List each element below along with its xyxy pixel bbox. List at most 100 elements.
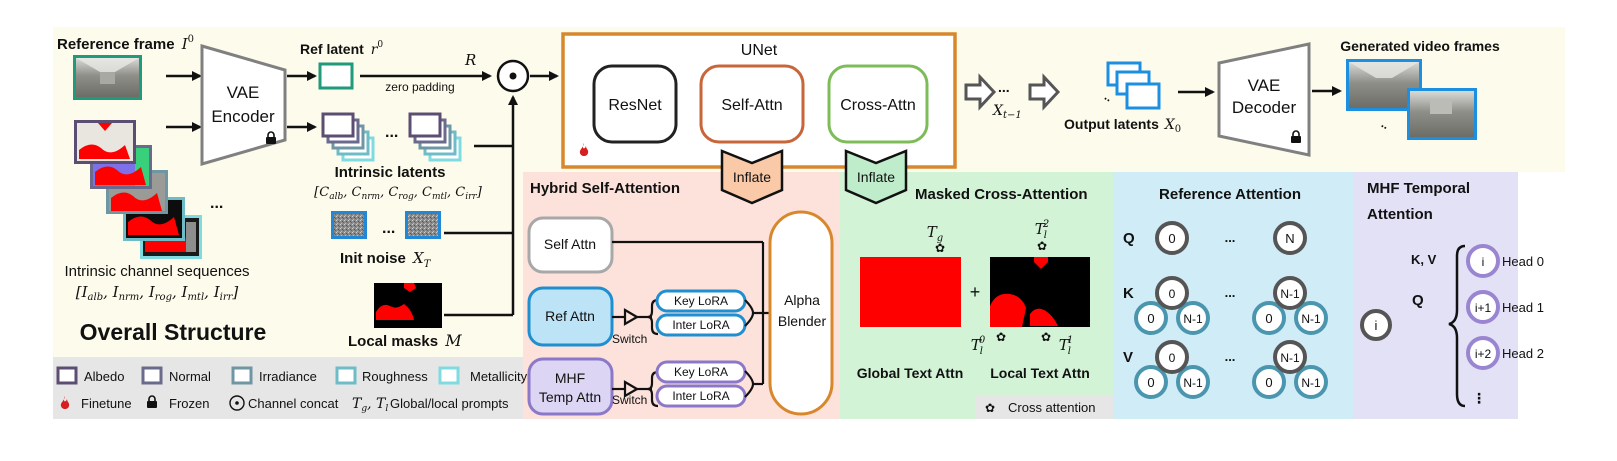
svg-text:Inter LoRA: Inter LoRA xyxy=(672,389,729,403)
intrinsic-sequences-label: Intrinsic channel sequences xyxy=(64,263,249,280)
overall-structure-title: Overall Structure xyxy=(80,319,267,345)
hybrid-ref-attn-box: Ref Attn xyxy=(527,286,614,347)
svg-text:i: i xyxy=(1375,318,1378,333)
reference-frame-label: Reference frame I0 xyxy=(57,34,194,53)
alpha-blender: Alpha Blender xyxy=(768,210,834,416)
svg-text:0: 0 xyxy=(1147,375,1154,390)
intrinsic-latents-ellipsis: ... xyxy=(385,124,398,141)
svg-text:0: 0 xyxy=(1265,375,1272,390)
svg-text:Frozen: Frozen xyxy=(169,396,209,411)
unet-cross-attn-block: Cross-Attn xyxy=(827,64,929,144)
svg-text:Cross-Attn: Cross-Attn xyxy=(840,97,916,114)
init-noise-first xyxy=(331,211,367,239)
legend-item-irradiance: Irradiance xyxy=(231,366,317,385)
ref-latent-box xyxy=(318,62,354,90)
ref-v-ellipsis: ... xyxy=(1225,349,1236,364)
plus-sign: + xyxy=(970,282,981,302)
svg-text:Self Attn: Self Attn xyxy=(544,236,596,252)
svg-text:0: 0 xyxy=(1265,311,1272,326)
svg-text:Channel concat: Channel concat xyxy=(248,396,339,411)
ref-v-last-sub-node-0: 0 xyxy=(1252,365,1286,399)
mhf-q-label: Q xyxy=(1412,292,1424,309)
svg-text:N-1: N-1 xyxy=(1183,376,1203,390)
hybrid-mhf-attn-box: MHF Temp Attn xyxy=(527,357,614,416)
cross-attention-marker-global: ✿ xyxy=(935,241,945,255)
svg-text:0: 0 xyxy=(1147,311,1154,326)
flame-icon xyxy=(60,396,70,409)
ref-v-last-node: N-1 xyxy=(1273,340,1307,374)
unet-self-attn-block: Self-Attn xyxy=(699,64,805,144)
zero-padding-label: zero padding xyxy=(385,80,454,94)
svg-text:VAE: VAE xyxy=(1248,76,1281,95)
init-noise-last xyxy=(405,211,441,239)
generated-frame-2 xyxy=(1407,88,1477,140)
ref-row-q: Q xyxy=(1123,230,1135,247)
local-text-attn-label: Local Text Attn xyxy=(990,365,1090,381)
intrinsic-sequences-math: [Ialb, Inrm, Irog, Imtl, Iirr] xyxy=(76,283,239,303)
svg-text:Key LoRA: Key LoRA xyxy=(674,294,728,308)
svg-text:Inflate: Inflate xyxy=(857,169,895,185)
mhf-head-node-1: i+1 xyxy=(1466,290,1500,324)
ref-q-node-last: N xyxy=(1273,221,1307,255)
tg-symbol: Tg xyxy=(927,223,943,244)
ref-k-last-sub-node-0: 0 xyxy=(1252,301,1286,335)
intrinsic-latents-stack-last xyxy=(408,112,462,162)
intrinsic-latents-stack-first xyxy=(321,112,375,162)
ref-k-last-node: N-1 xyxy=(1273,276,1307,310)
ref-k-last-sub-node-n-1: N-1 xyxy=(1294,301,1328,335)
svg-text:Temp Attn: Temp Attn xyxy=(539,389,601,405)
svg-text:0: 0 xyxy=(1169,351,1176,365)
local-mask-image xyxy=(374,283,442,328)
lock-icon xyxy=(147,395,157,408)
svg-text:ResNet: ResNet xyxy=(608,97,662,114)
ref-k-first-node: 0 xyxy=(1155,276,1189,310)
init-noise-ellipsis: ... xyxy=(382,220,395,237)
mhf-key-lora: Key LoRA xyxy=(655,360,747,384)
mhf-head-node-2: i+2 xyxy=(1466,336,1500,370)
intrinsic-latents-label: Intrinsic latents xyxy=(335,164,446,181)
ref-v-last-sub-node-n-1: N-1 xyxy=(1294,365,1328,399)
unet-resnet-block: ResNet xyxy=(592,64,678,144)
tl0-symbol: Tl0 xyxy=(971,335,986,357)
svg-text:Albedo: Albedo xyxy=(84,369,124,384)
switch-mhf-label: Switch xyxy=(612,393,647,407)
ref-k-ellipsis: ... xyxy=(1225,285,1236,300)
svg-text:N-1: N-1 xyxy=(1280,287,1300,301)
svg-text:Irradiance: Irradiance xyxy=(259,369,317,384)
svg-text:Global/local prompts: Global/local prompts xyxy=(390,396,509,411)
svg-text:✿: ✿ xyxy=(935,241,945,255)
channel-concat-node xyxy=(496,59,530,93)
svg-text:0: 0 xyxy=(1169,287,1176,301)
svg-text:Inter LoRA: Inter LoRA xyxy=(672,318,729,332)
legend: Albedo Normal Irradiance Roughness Metal… xyxy=(56,366,528,414)
mhf-head-node-0: i xyxy=(1466,244,1500,278)
switch-ref xyxy=(612,298,659,336)
inflate-self-attn: Inflate xyxy=(720,149,784,205)
generated-frames-label: Generated video frames xyxy=(1340,38,1500,54)
intrinsic-latents-math: [Calb, Cnrm, Crog, Cmtl, Cirr] xyxy=(314,185,483,202)
svg-text:Decoder: Decoder xyxy=(1232,98,1297,117)
inflate-cross-attn: Inflate xyxy=(844,149,908,205)
mhf-title-line2: Attention xyxy=(1367,206,1433,223)
r-symbol: R xyxy=(464,51,476,69)
reference-frame-image xyxy=(73,55,142,100)
ref-row-v: V xyxy=(1123,349,1133,366)
flame-icon xyxy=(579,143,589,156)
ref-v-first-sub-node-n-1: N-1 xyxy=(1176,365,1210,399)
mhf-q-node: i xyxy=(1360,309,1392,341)
svg-text:N-1: N-1 xyxy=(1301,376,1321,390)
svg-text:...: ... xyxy=(210,195,223,212)
hybrid-merge-lines xyxy=(612,240,770,398)
switch-mhf xyxy=(612,370,659,408)
svg-text:Inflate: Inflate xyxy=(733,169,771,185)
cross-attention-icon: ✿ xyxy=(985,401,995,415)
legend-item-metallicity: Metallicity xyxy=(438,366,528,385)
svg-text:0: 0 xyxy=(1168,231,1175,246)
ref-row-k: K xyxy=(1123,285,1134,302)
cross-attention-legend: ✿ Cross attention xyxy=(975,396,1113,419)
output-latents-stack: .. xyxy=(1102,61,1161,110)
prompt-symbols: Tg, Tl xyxy=(352,396,388,414)
svg-text:Key LoRA: Key LoRA xyxy=(674,365,728,379)
svg-text:i+2: i+2 xyxy=(1475,347,1492,361)
